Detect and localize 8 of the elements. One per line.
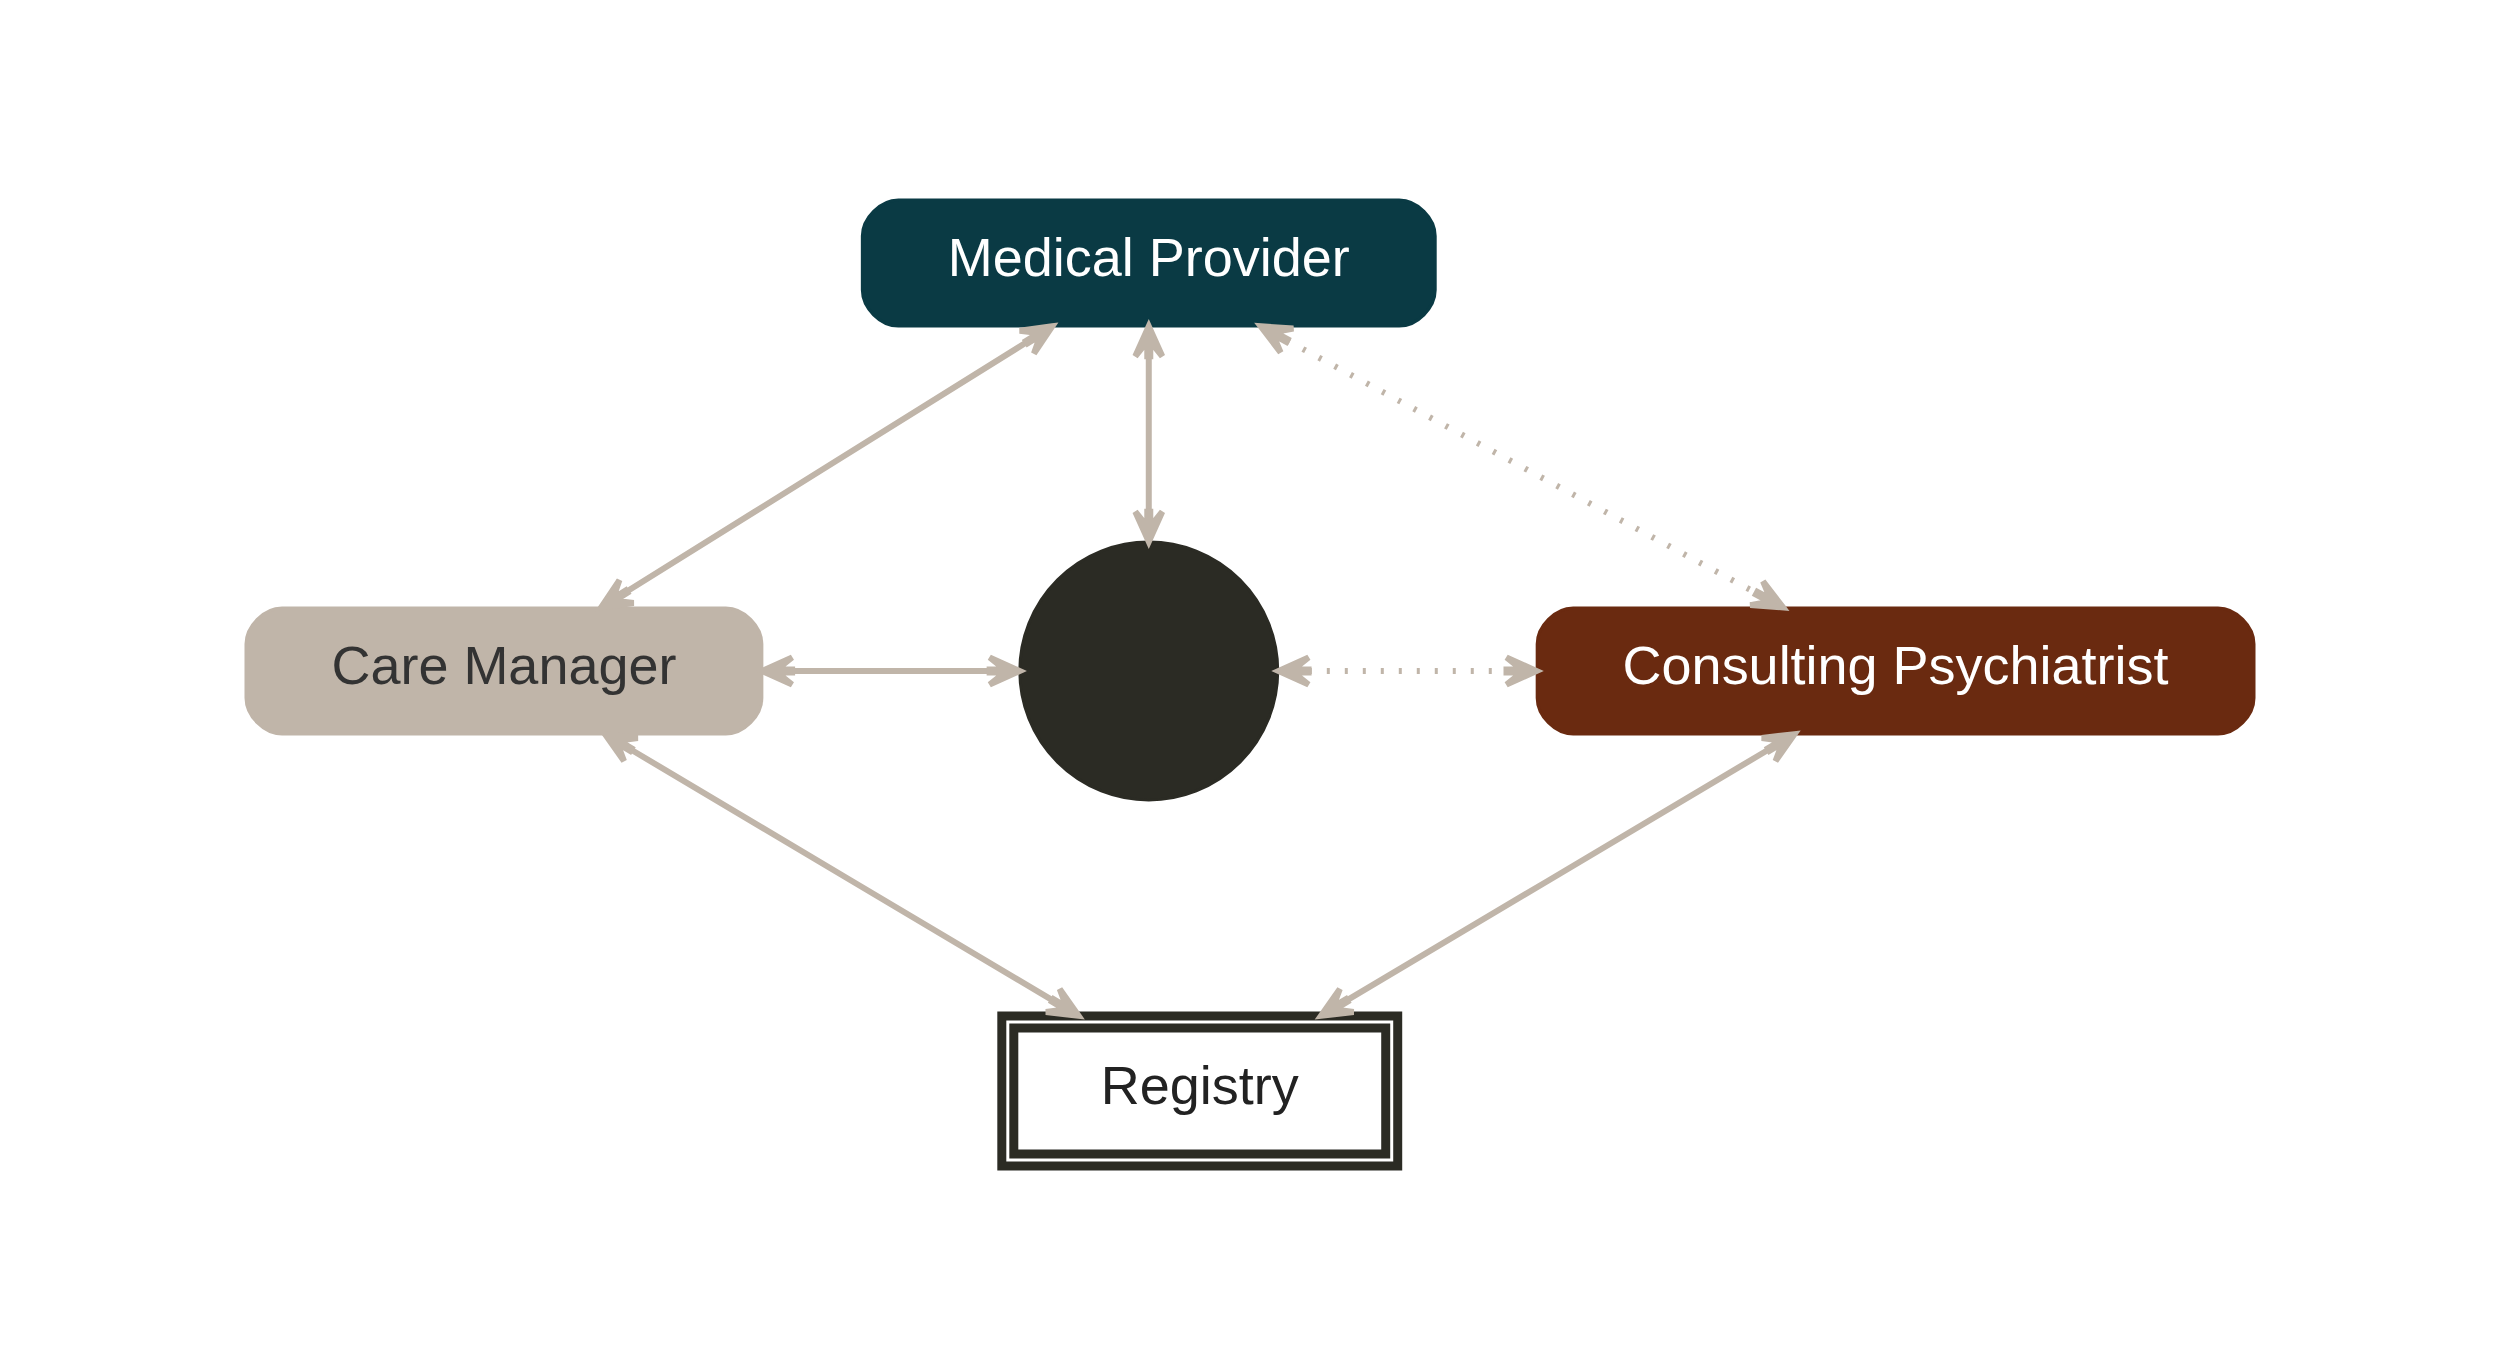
arrow [1257, 322, 1787, 610]
node-box: Registry [997, 1010, 1403, 1170]
node-box: Care Manager [244, 606, 764, 735]
node-box: Medical Provider [860, 198, 1437, 328]
node-person [1018, 540, 1280, 801]
node-box: Consulting Psychiatrist [1535, 606, 2256, 735]
arrow [598, 322, 1056, 610]
arrow [1317, 730, 1798, 1019]
